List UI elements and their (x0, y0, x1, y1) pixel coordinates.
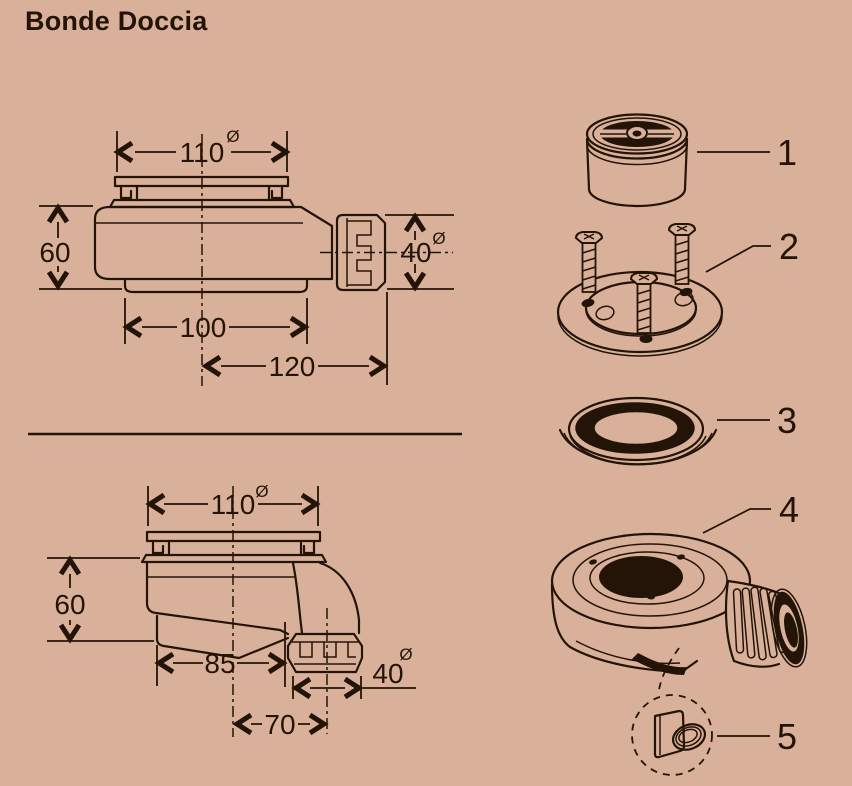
detail-leader-dashed (658, 647, 680, 691)
dim-value-40: 40 (372, 658, 403, 689)
screw-left (575, 231, 603, 293)
detail-circle (631, 694, 713, 776)
part-number-5: 5 (777, 716, 797, 757)
drain-flange (140, 530, 328, 564)
part-drain-body (550, 532, 808, 675)
part-number-2: 2 (779, 226, 799, 267)
drain-base-skirt (155, 614, 290, 660)
dimension-offset-70: 70 (237, 709, 324, 740)
part-number-1: 1 (777, 132, 797, 173)
dim-value-100: 100 (180, 312, 227, 343)
dimension-height-60: 60 (47, 557, 154, 642)
dim-value-120: 120 (269, 351, 316, 382)
dim-value-110: 110 (211, 489, 256, 520)
dimension-height-60: 60 (39, 205, 122, 290)
part-number-4: 4 (779, 489, 799, 530)
dim-value-85: 85 (204, 648, 235, 679)
dimension-base-100: 100 (124, 298, 308, 344)
leader-line-2 (705, 245, 771, 273)
leader-line-4 (702, 508, 771, 534)
drain-body (93, 205, 334, 281)
part-gasket (558, 396, 718, 466)
diameter-symbol: Ø (226, 127, 239, 146)
top-view-drawing: 110 Ø 60 40 Ø (39, 127, 454, 386)
dimension-length-120: 120 (206, 292, 388, 385)
dim-value-70: 70 (264, 709, 295, 740)
part-mounting-ring (556, 223, 724, 357)
dim-value-60: 60 (54, 589, 85, 620)
diameter-symbol: Ø (255, 482, 268, 501)
nut-ribs (299, 642, 356, 658)
dimension-top-diameter: 110 Ø (147, 482, 319, 526)
dimension-top-diameter: 110 Ø (117, 127, 287, 172)
drain-base-skirt (123, 277, 309, 294)
screw-middle (630, 272, 658, 334)
dim-value-110: 110 (180, 137, 225, 168)
drain-body (145, 560, 290, 636)
outlet-nut (286, 632, 364, 674)
elbow-outer (318, 561, 361, 635)
exploded-view: 1 2 (550, 113, 808, 776)
dimension-outlet-40: 40 Ø (292, 645, 416, 699)
diameter-symbol: Ø (399, 645, 412, 664)
diameter-symbol: Ø (432, 229, 445, 248)
elbow-inner (291, 561, 304, 635)
part-number-3: 3 (777, 400, 797, 441)
outlet-nut (724, 579, 808, 668)
outlet-nut (335, 213, 387, 292)
dimension-base-85: 85 (156, 622, 286, 687)
page-title: Bonde Doccia (25, 6, 208, 36)
part-clip-detail (631, 694, 713, 776)
dim-value-40: 40 (400, 237, 431, 268)
bottom-view-drawing: 110 Ø 60 85 (47, 482, 416, 740)
nut-ribs (347, 220, 372, 286)
dimension-outlet-40: 40 Ø (385, 214, 454, 290)
part-cap (585, 113, 689, 208)
dim-value-60: 60 (39, 237, 70, 268)
